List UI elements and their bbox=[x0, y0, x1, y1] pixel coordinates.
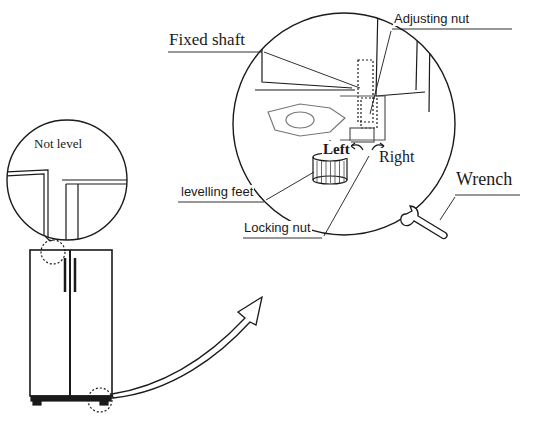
line-art bbox=[7, 120, 127, 240]
line-art bbox=[370, 31, 391, 114]
line-art bbox=[243, 238, 322, 239]
line-art bbox=[335, 161, 336, 183]
line-art bbox=[33, 401, 41, 405]
line-art bbox=[317, 161, 318, 183]
line-art bbox=[455, 195, 520, 196]
line-art bbox=[5, 170, 128, 240]
line-art bbox=[392, 29, 512, 30]
line-art bbox=[69, 250, 71, 396]
part-label: Fixed shaft bbox=[168, 31, 246, 50]
line-art bbox=[64, 258, 67, 292]
direction-label: Right bbox=[378, 148, 416, 166]
line-art bbox=[50, 240, 53, 241]
line-art bbox=[77, 184, 78, 240]
line-art bbox=[5, 170, 48, 240]
direction-label: Left bbox=[322, 141, 351, 158]
line-art bbox=[45, 236, 50, 241]
line-art bbox=[66, 183, 128, 184]
line-art bbox=[313, 176, 347, 184]
line-art bbox=[440, 197, 455, 220]
line-art bbox=[286, 112, 314, 128]
line-art bbox=[344, 161, 345, 183]
line-art bbox=[350, 128, 374, 142]
line-art bbox=[429, 25, 430, 112]
line-art bbox=[112, 297, 262, 398]
line-art bbox=[31, 396, 111, 401]
line-art bbox=[65, 184, 66, 240]
line-art bbox=[255, 5, 430, 184]
line-art bbox=[62, 179, 128, 180]
line-art bbox=[264, 52, 360, 88]
line-art bbox=[100, 401, 108, 405]
part-label: Adjusting nut bbox=[393, 12, 470, 26]
line-art bbox=[268, 104, 345, 136]
line-art bbox=[41, 240, 65, 264]
line-art bbox=[255, 89, 355, 90]
line-art bbox=[326, 161, 327, 183]
line-art bbox=[266, 172, 314, 200]
line-art bbox=[340, 96, 385, 140]
line-art bbox=[5, 5, 520, 412]
line-art bbox=[339, 161, 340, 183]
line-art bbox=[178, 202, 264, 203]
line-art bbox=[168, 52, 262, 53]
line-art bbox=[324, 156, 369, 236]
line-art bbox=[5, 174, 44, 240]
line-art bbox=[30, 250, 112, 396]
line-art bbox=[317, 161, 344, 183]
line-art bbox=[351, 143, 355, 149]
part-label: Locking nut bbox=[243, 221, 312, 235]
line-art bbox=[233, 13, 455, 235]
line-art bbox=[74, 258, 77, 292]
line-art bbox=[321, 161, 322, 183]
part-label: levelling feet bbox=[180, 185, 254, 199]
line-art bbox=[401, 206, 447, 239]
state-label: Not level bbox=[33, 137, 83, 151]
line-art bbox=[88, 388, 112, 412]
line-art bbox=[361, 98, 377, 128]
line-art bbox=[330, 161, 331, 183]
tool-label: Wrench bbox=[455, 170, 513, 190]
line-art bbox=[262, 10, 352, 88]
